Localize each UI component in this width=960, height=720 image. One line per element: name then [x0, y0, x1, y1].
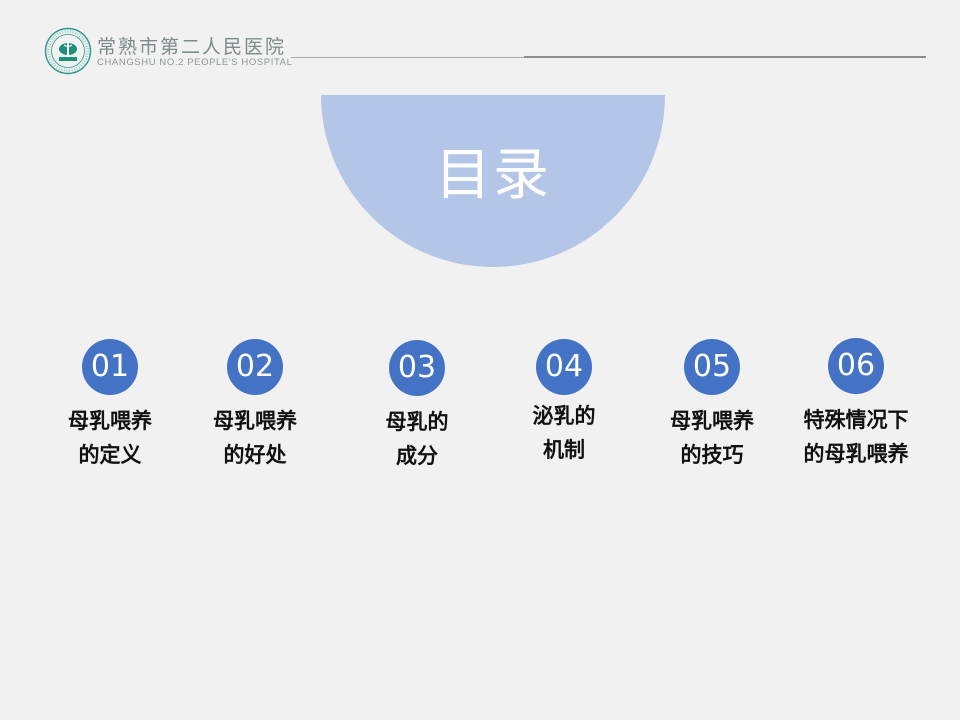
header-divider-thin — [291, 57, 524, 58]
toc-number-badge: 01 — [82, 339, 138, 395]
toc-number-badge: 03 — [389, 340, 445, 396]
page-title: 目录 — [435, 143, 551, 208]
toc-item-04[interactable]: 04 泌乳的 机制 — [494, 339, 634, 467]
toc-label-line1: 母乳喂养 — [68, 409, 152, 433]
toc-label-line1: 母乳喂养 — [670, 409, 754, 433]
toc-label-line2: 的技巧 — [680, 443, 744, 467]
toc-number-badge: 06 — [828, 338, 884, 394]
toc-label: 泌乳的 机制 — [494, 399, 634, 467]
toc-item-01[interactable]: 01 母乳喂养 的定义 — [40, 339, 180, 472]
toc-label-line2: 成分 — [396, 444, 438, 468]
toc-label-line2: 机制 — [543, 438, 585, 462]
toc-label-line1: 母乳喂养 — [213, 409, 297, 433]
toc-number-badge: 04 — [536, 339, 592, 395]
toc-label-line1: 泌乳的 — [532, 404, 596, 428]
toc-label-line1: 母乳的 — [385, 410, 449, 434]
header-divider-thick — [524, 56, 926, 58]
toc-label-line2: 的好处 — [223, 443, 287, 467]
toc-item-05[interactable]: 05 母乳喂养 的技巧 — [642, 339, 782, 472]
toc-label: 母乳喂养 的技巧 — [642, 404, 782, 472]
toc-number-badge: 05 — [684, 339, 740, 395]
toc-label: 母乳的 成分 — [347, 405, 487, 473]
toc-label-line1: 特殊情况下 — [803, 408, 909, 432]
toc-item-02[interactable]: 02 母乳喂养 的好处 — [185, 339, 325, 472]
hospital-name-cn: 常熟市第二人民医院 — [97, 36, 287, 58]
toc-label-line2: 的定义 — [78, 443, 142, 467]
toc-label-line2: 的母乳喂养 — [803, 442, 909, 466]
toc-label: 特殊情况下 的母乳喂养 — [786, 403, 926, 471]
toc-label: 母乳喂养 的定义 — [40, 404, 180, 472]
toc-item-06[interactable]: 06 特殊情况下 的母乳喂养 — [786, 338, 926, 471]
hospital-logo-icon — [44, 27, 92, 75]
toc-label: 母乳喂养 的好处 — [185, 404, 325, 472]
hospital-name-en: CHANGSHU NO.2 PEOPLE'S HOSPITAL — [97, 57, 293, 68]
toc-number-badge: 02 — [227, 339, 283, 395]
toc-item-03[interactable]: 03 母乳的 成分 — [347, 340, 487, 473]
